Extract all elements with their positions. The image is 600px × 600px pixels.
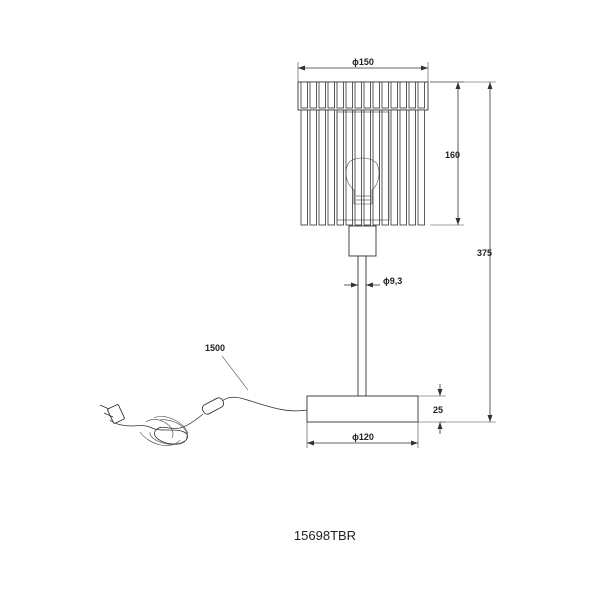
- shade-slat: [336, 109, 344, 226]
- shade-slat-top: [372, 81, 380, 109]
- total-height-label: 375: [477, 248, 492, 258]
- inline-switch: [201, 397, 225, 415]
- power-cable: [109, 396, 308, 446]
- shade-height-label: 160: [445, 150, 460, 160]
- shade-slat-top: [345, 81, 353, 109]
- shade-slat: [354, 109, 362, 226]
- shade-slat-top: [300, 81, 308, 109]
- shade-diameter-label: ϕ150: [352, 57, 374, 67]
- shade-slat-top: [399, 81, 407, 109]
- shade-slat-top: [327, 81, 335, 109]
- stem-diameter-label: ϕ9,3: [383, 276, 402, 286]
- lamp-base: [306, 395, 419, 423]
- shade-slats: [300, 81, 425, 226]
- shade-slat-top: [381, 81, 389, 109]
- lamp-stem: [357, 255, 367, 397]
- light-bulb: [345, 157, 380, 205]
- shade-slat: [345, 109, 353, 226]
- shade-inner-frame: [336, 111, 390, 221]
- shade-slat: [372, 109, 380, 226]
- shade-height-dimension: 160: [430, 81, 464, 226]
- cable-length-label: 1500: [205, 343, 225, 353]
- shade-diameter-dimension: ϕ150: [297, 57, 429, 82]
- shade-slat-top: [309, 81, 317, 109]
- product-code: 15698TBR: [294, 528, 356, 543]
- shade-top-ring: [297, 81, 429, 111]
- base-diameter-label: ϕ120: [352, 432, 374, 442]
- shade-slat: [408, 109, 416, 226]
- cable-length-dimension: 1500: [205, 343, 249, 391]
- shade-slat-top: [390, 81, 398, 109]
- shade-slat: [318, 109, 326, 226]
- shade-slat-top: [363, 81, 371, 109]
- euro-plug: [99, 404, 125, 424]
- shade-slat-top: [318, 81, 326, 109]
- shade-slat: [417, 109, 425, 226]
- lamp-shade: [297, 81, 429, 226]
- base-height-dimension: 25: [418, 384, 446, 434]
- shade-slat-top: [417, 81, 425, 109]
- shade-slat-top: [336, 81, 344, 109]
- shade-slat-top: [354, 81, 362, 109]
- shade-slat: [309, 109, 317, 226]
- lamp-socket: [348, 225, 377, 257]
- shade-slat: [300, 109, 308, 226]
- shade-slat-top: [408, 81, 416, 109]
- total-height-dimension: 375: [430, 81, 496, 423]
- shade-slat: [327, 109, 335, 226]
- shade-slat: [390, 109, 398, 226]
- shade-slat: [381, 109, 389, 226]
- base-height-label: 25: [433, 405, 443, 415]
- base-diameter-dimension: ϕ120: [306, 422, 419, 448]
- stem-diameter-dimension: ϕ9,3: [344, 276, 402, 288]
- shade-slat: [363, 109, 371, 226]
- shade-slat: [399, 109, 407, 226]
